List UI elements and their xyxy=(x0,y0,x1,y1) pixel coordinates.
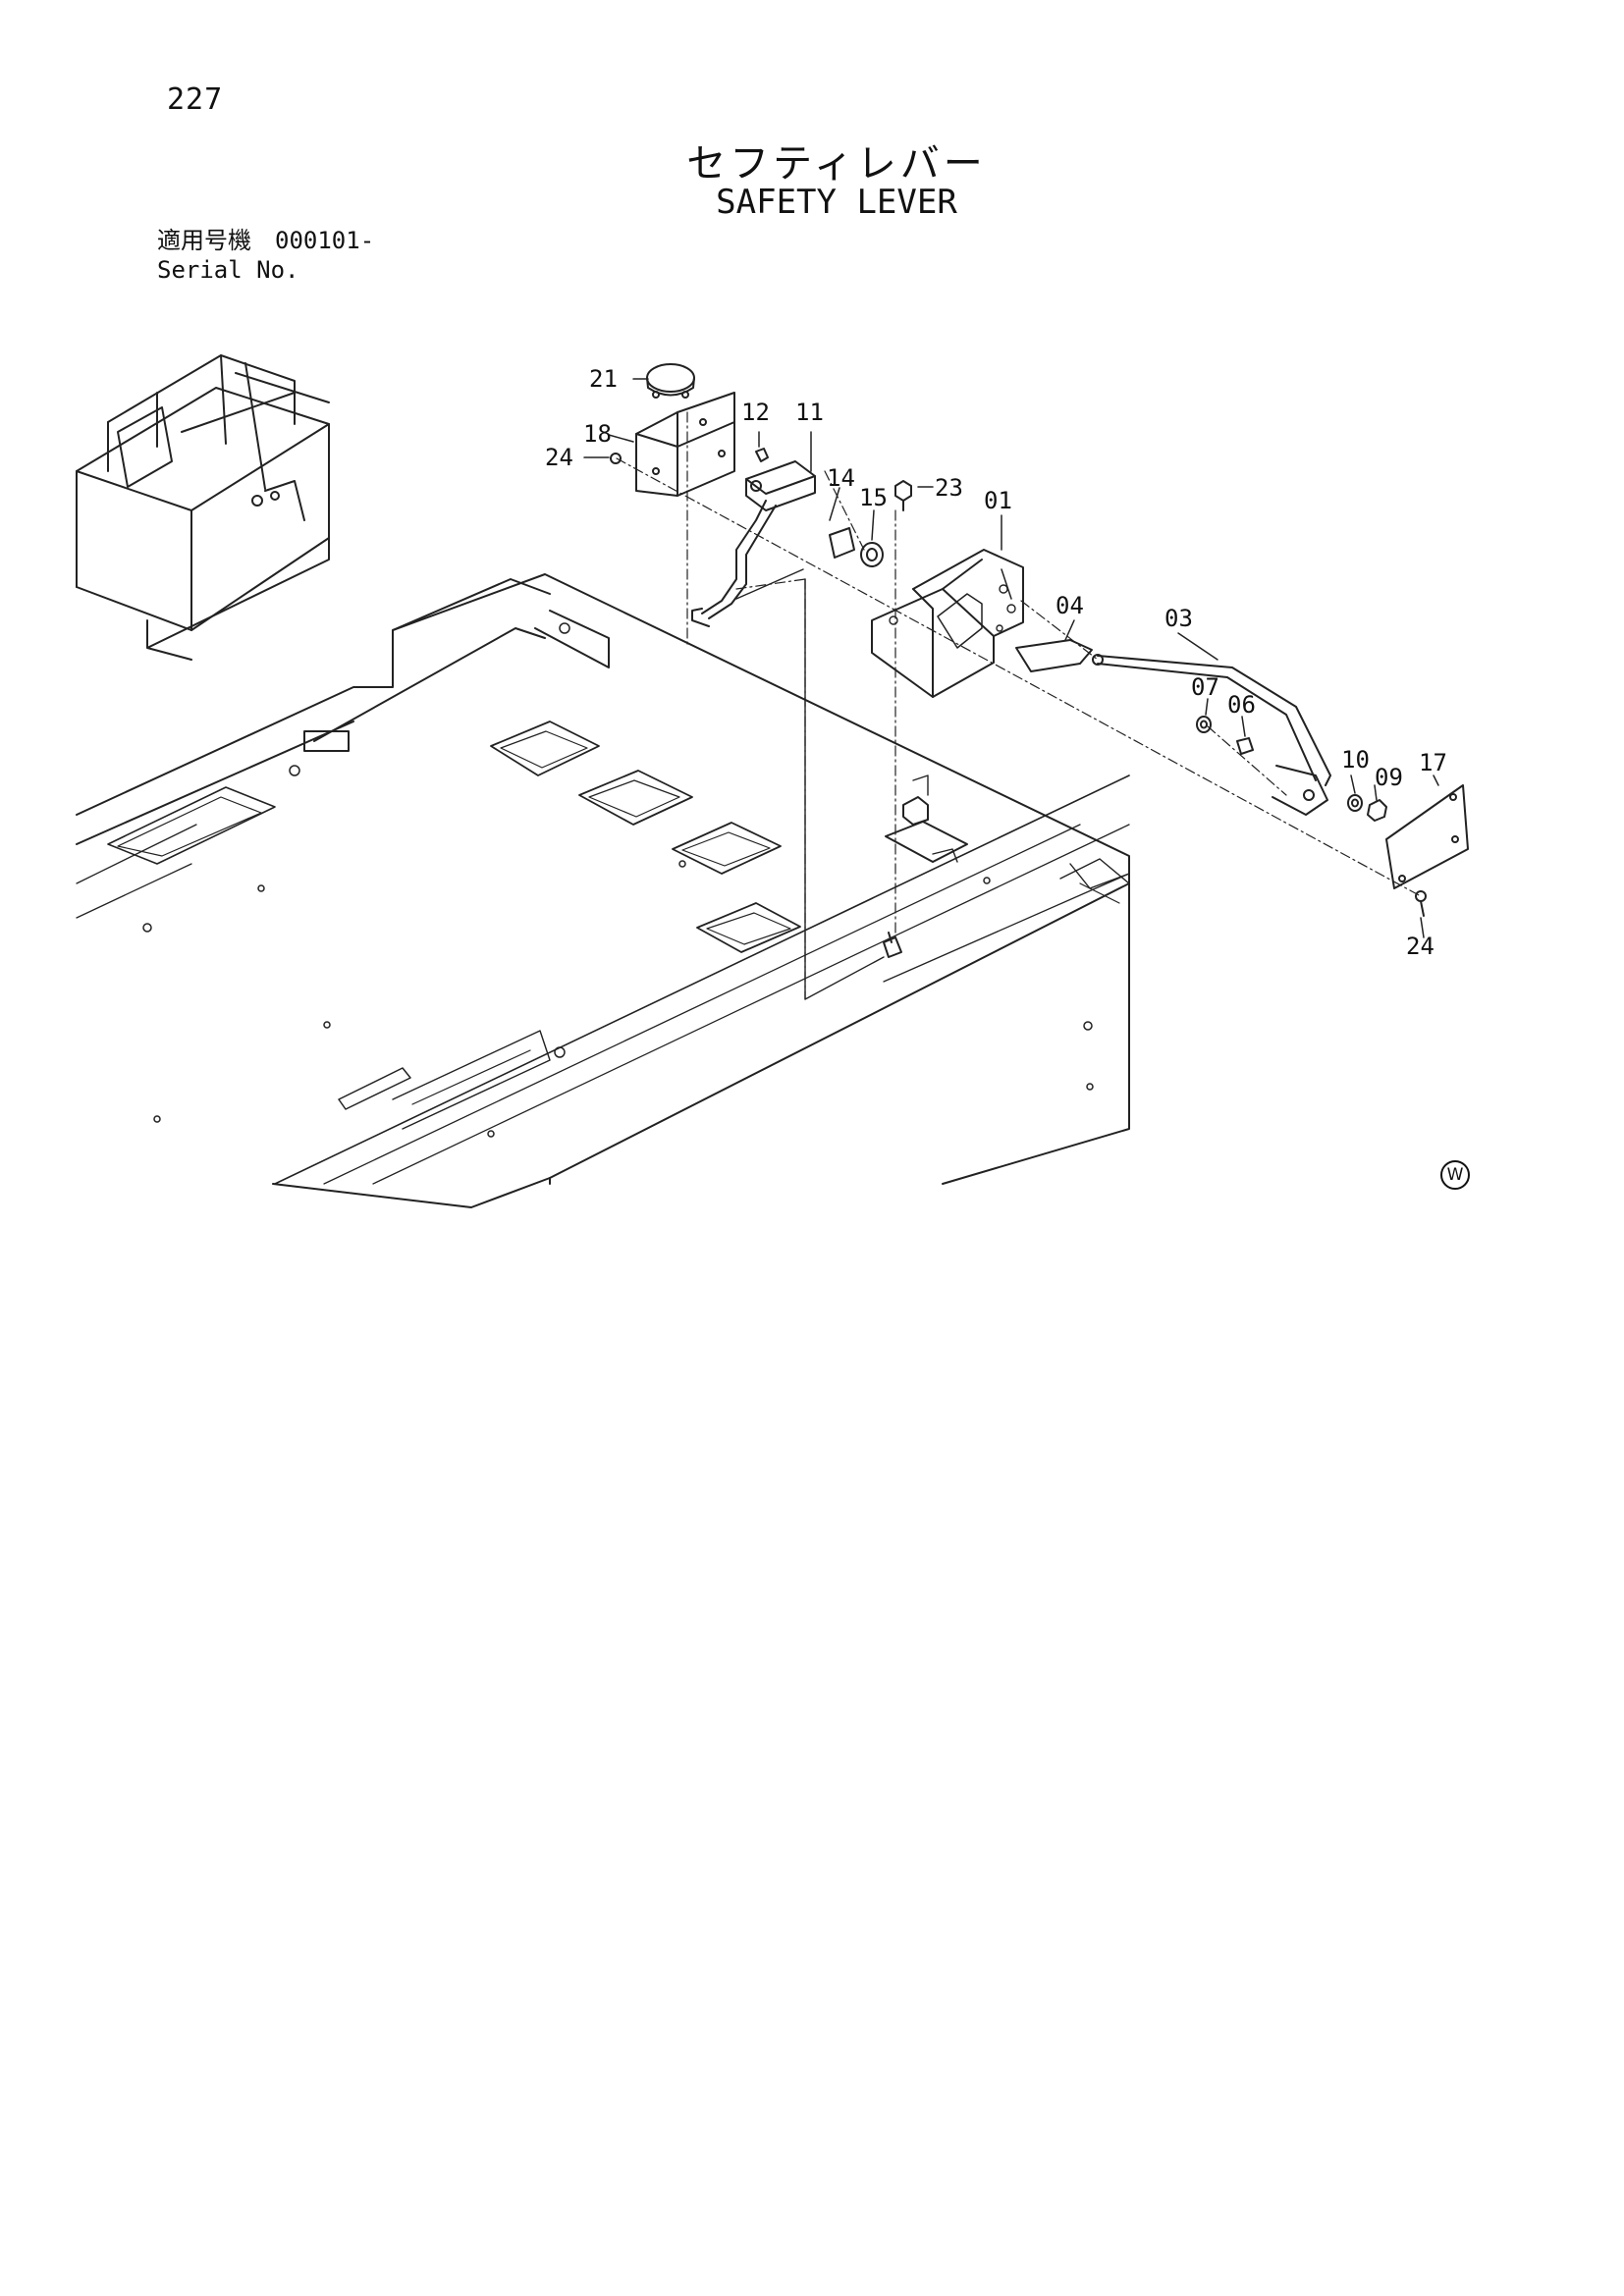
callout-04: 04 xyxy=(1056,592,1084,619)
callout-06: 06 xyxy=(1227,691,1256,719)
callout-24-upper: 24 xyxy=(545,444,573,471)
callout-10: 10 xyxy=(1341,746,1370,774)
callout-18: 18 xyxy=(583,420,612,448)
callout-01: 01 xyxy=(984,487,1012,514)
callout-17: 17 xyxy=(1419,749,1447,776)
title-english: SAFETY LEVER xyxy=(716,183,957,222)
title-japanese: セフティレバー xyxy=(686,141,987,187)
callout-labels: 21 12 11 18 24 14 15 23 01 04 03 07 06 1… xyxy=(545,365,1447,960)
watermark-w-symbol: W xyxy=(1440,1160,1470,1190)
floor-mount xyxy=(883,774,968,958)
screw-12 xyxy=(755,448,769,462)
small-parts xyxy=(1196,716,1387,822)
bracket-18 xyxy=(635,392,735,497)
lever-grip xyxy=(1015,639,1093,672)
callout-15: 15 xyxy=(859,484,888,511)
callout-14: 14 xyxy=(827,464,855,492)
switch-11 xyxy=(691,460,816,627)
callout-12: 12 xyxy=(741,399,770,426)
support-frame-lines xyxy=(735,568,885,1000)
serial-label-en: Serial No. xyxy=(157,256,299,284)
lever-base-plate xyxy=(871,549,1024,698)
cover-plate xyxy=(1385,784,1469,889)
callout-21: 21 xyxy=(589,365,618,393)
nut-14-15 xyxy=(829,527,884,567)
serial-value: 000101- xyxy=(275,227,375,254)
lever-bar xyxy=(1092,654,1331,816)
bolt-24-upper xyxy=(610,453,622,464)
callout-23: 23 xyxy=(935,474,963,502)
page-number: 227 xyxy=(167,82,224,117)
machine-inset-drawing xyxy=(76,354,330,661)
callout-leaders xyxy=(583,378,1439,938)
serial-label-jp: 適用号機 xyxy=(157,227,251,254)
callout-07: 07 xyxy=(1191,673,1219,701)
callout-03: 03 xyxy=(1164,605,1193,632)
serial-block: 適用号機 000101- Serial No. xyxy=(157,226,374,285)
callout-24-lower: 24 xyxy=(1406,933,1435,960)
cab-floor-plate xyxy=(76,573,1130,1208)
bolt-23 xyxy=(894,480,912,511)
callout-11: 11 xyxy=(795,399,824,426)
bolt-24-lower xyxy=(1415,890,1427,917)
callout-09: 09 xyxy=(1375,764,1403,791)
cap-21 xyxy=(646,363,695,399)
